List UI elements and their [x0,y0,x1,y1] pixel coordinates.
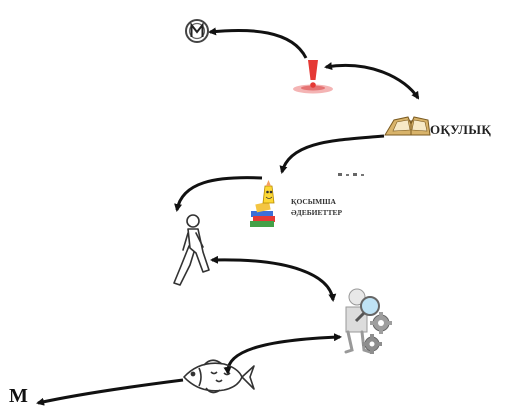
arrow-exclamation-book [324,62,420,100]
exclamation-pin-icon [293,60,333,94]
arrow-exclamation-to-circle [208,27,308,59]
end-letter-m: М [9,385,28,407]
textbook-label: ОҚУЛЫҚ [430,122,492,137]
letter-m-circle-icon [185,19,209,43]
books-and-pencil-icon [250,180,275,227]
arrow-fish-researcher [223,333,342,375]
supplementary-label-line1: ҚОСЫМША [291,197,336,206]
arrow-book-to-supplementary [279,134,385,174]
walking-person-icon [173,214,210,286]
fish-icon [183,359,255,394]
supplementary-literature-label: ҚОСЫМША ӘДЕБИЕТТЕР [291,196,342,218]
open-book-icon [384,116,431,136]
magnifier-gears-figure-icon [344,288,392,354]
supplementary-label-line2: ӘДЕБИЕТТЕР [291,208,343,217]
arrow-fish-to-m [36,378,184,406]
arrow-walker-researcher [210,255,337,302]
faint-text-artifact [338,173,364,176]
arrow-supplementary-to-walker [174,176,263,212]
